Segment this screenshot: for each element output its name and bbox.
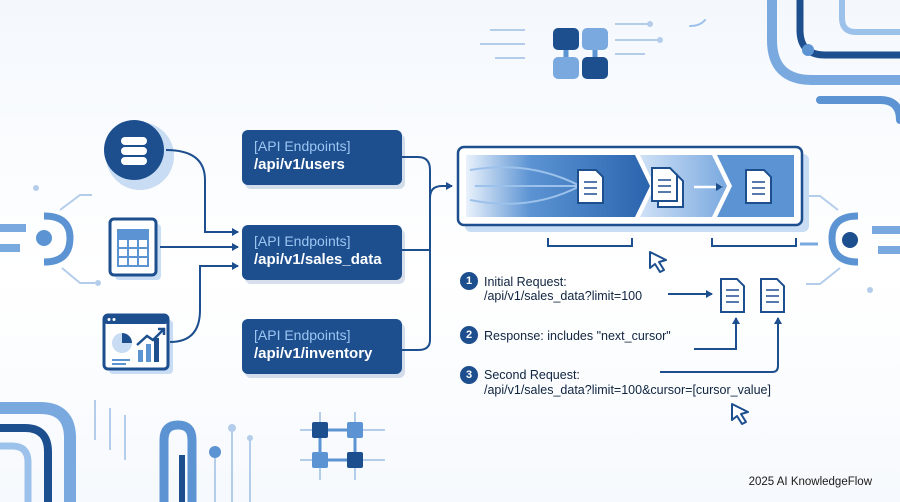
dashboard-chart-icon	[102, 313, 173, 374]
left-connector-decoration	[0, 185, 101, 286]
endpoint-users[interactable]: [API Endpoints] /api/v1/users	[242, 130, 402, 185]
document-icon	[577, 169, 604, 204]
chain-link-icon	[480, 21, 663, 79]
source-connectors	[160, 149, 239, 343]
right-connector-decoration	[800, 195, 900, 293]
step-3-request: /api/v1/sales_data?limit=100&cursor=[cur…	[484, 383, 771, 397]
step-1-request: /api/v1/sales_data?limit=100	[484, 289, 643, 303]
endpoint-path: /api/v1/users	[254, 156, 345, 173]
endpoint-inventory[interactable]: [API Endpoints] /api/v1/inventory	[242, 319, 402, 374]
endpoint-path: /api/v1/sales_data	[254, 251, 382, 268]
endpoint-tag: [API Endpoints]	[254, 327, 351, 343]
step-1-title: Initial Request:	[484, 275, 567, 289]
step-3-badge: 3	[460, 366, 478, 384]
document-stack-icon	[651, 167, 684, 208]
step-connectors	[660, 290, 782, 373]
spreadsheet-icon	[108, 217, 161, 280]
database-icon	[104, 120, 174, 190]
step-2-badge: 2	[460, 326, 478, 344]
cursor-pointer-icon	[649, 251, 667, 273]
endpoint-path: /api/v1/inventory	[254, 345, 373, 362]
page-brackets	[547, 238, 797, 247]
endpoint-sales-data[interactable]: [API Endpoints] /api/v1/sales_data	[242, 225, 402, 280]
next-page-document-icon	[760, 278, 785, 313]
step-3-title: Second Request:	[484, 368, 580, 382]
cursor-pointer-icon-2	[731, 403, 749, 425]
response-document-icon	[720, 278, 745, 313]
document-icon-result	[745, 169, 772, 204]
step-2-title: Response: includes "next_cursor"	[484, 329, 671, 343]
decorative-pipes-bottom-left	[0, 400, 253, 502]
endpoint-connectors	[402, 156, 453, 351]
footer-credit: 2025 AI KnowledgeFlow	[748, 476, 872, 488]
endpoint-tag: [API Endpoints]	[254, 138, 351, 154]
network-grid-icon	[300, 412, 385, 480]
decorative-pipes-top-right	[689, 0, 900, 124]
step-1-badge: 1	[460, 272, 478, 290]
endpoint-tag: [API Endpoints]	[254, 233, 351, 249]
